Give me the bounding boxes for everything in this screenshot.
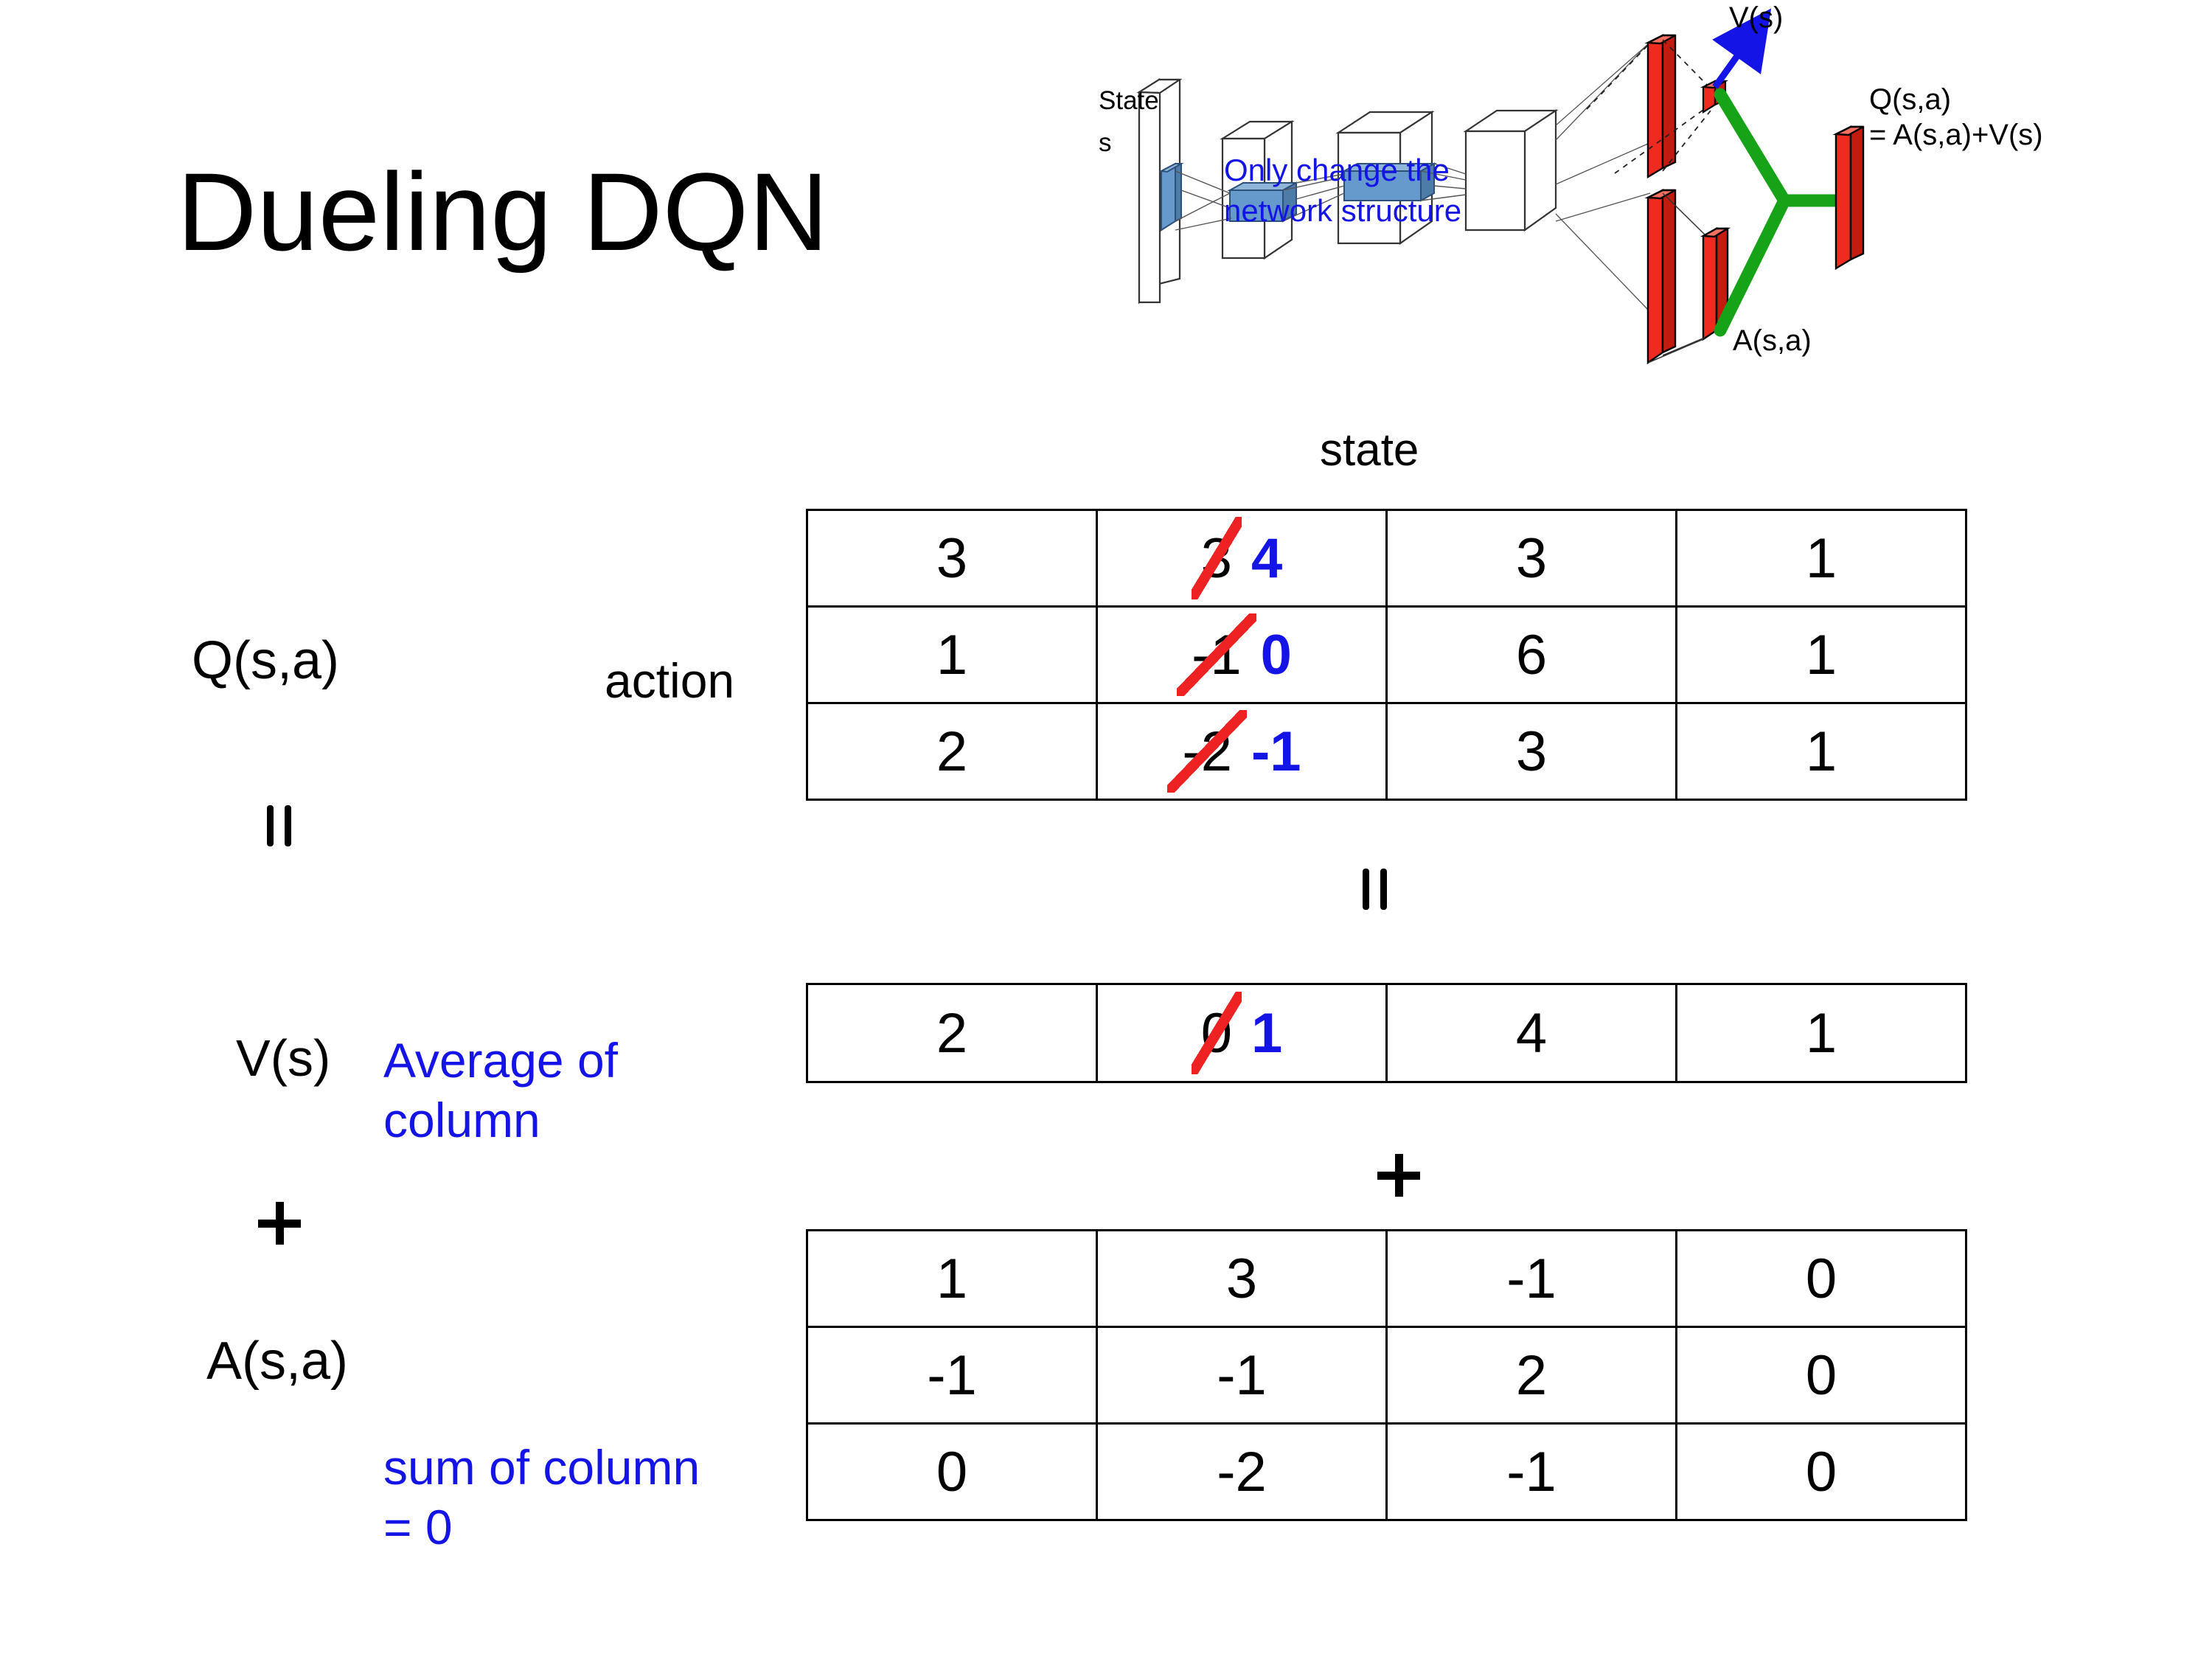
diagram-advantage-label: A(s,a) [1733,324,1812,357]
a-cell-r2c0: 0 [806,1422,1098,1521]
new-value: 1 [1251,1001,1283,1065]
diagram-state-label-line1: State [1099,86,1159,115]
q-cell-r2c3: 1 [1675,702,1967,801]
table-row: 2 -2 -1 3 1 [806,702,1967,801]
corrected-value: 3 4 [1191,517,1283,599]
network-architecture-diagram: State s V(s) Q(s,a) = A(s,a)+V(s) A(s,a)… [1099,0,2212,413]
q-cell-r2c1: -2 -1 [1096,702,1388,801]
diagram-q-label-line1: Q(s,a) [1869,83,1951,116]
q-cell-r0c2: 3 [1385,509,1677,608]
q-cell-r0c1: 3 4 [1096,509,1388,608]
struck-old-value: 3 [1191,517,1242,599]
v-cell-c0: 2 [806,983,1098,1083]
v-cell-c1: 0 1 [1096,983,1388,1083]
table-row: 1 3 -1 0 [806,1229,1967,1328]
a-cell-r1c3: 0 [1675,1326,1967,1425]
corrected-value: 0 1 [1191,992,1283,1074]
state-axis-label: state [1320,425,1419,476]
diagram-q-label-line2: = A(s,a)+V(s) [1869,119,2043,151]
struck-old-value: -2 [1167,710,1247,793]
corrected-value: -2 -1 [1167,710,1301,793]
table-row: 2 0 1 4 1 [806,983,1967,1083]
a-cell-r1c1: -1 [1096,1326,1388,1425]
a-cell-r2c1: -2 [1096,1422,1388,1521]
table-row: -1 -1 2 0 [806,1326,1967,1425]
v-value-table: 2 0 1 4 1 [806,983,1967,1083]
q-value-table: 3 3 4 3 1 1 -1 0 6 1 2 [806,509,1967,801]
action-axis-label: action [605,653,735,708]
sum-of-column-note: sum of column = 0 [383,1440,700,1554]
advantage-value-table: 1 3 -1 0 -1 -1 2 0 0 -2 -1 0 [806,1229,1967,1521]
a-cell-r1c2: 2 [1385,1326,1677,1425]
diagram-note-line1: Only change the [1224,153,1450,187]
equals-operator-middle [1355,869,1395,910]
q-cell-r2c2: 3 [1385,702,1677,801]
a-function-label: A(s,a) [206,1332,349,1391]
q-cell-r1c3: 1 [1675,605,1967,704]
v-cell-c2: 4 [1385,983,1677,1083]
average-of-column-note: Average of column [383,1033,619,1147]
table-row: 0 -2 -1 0 [806,1422,1967,1521]
struck-old-value: 0 [1191,992,1242,1074]
diagram-note-line2: network structure [1224,193,1461,228]
page-title: Dueling DQN [177,150,829,274]
new-value: 4 [1251,526,1283,590]
diagram-state-label-line2: s [1099,128,1112,157]
q-cell-r0c0: 3 [806,509,1098,608]
q-cell-r1c2: 6 [1385,605,1677,704]
corrected-value: -1 0 [1176,613,1292,696]
a-cell-r2c2: -1 [1385,1422,1677,1521]
q-cell-r2c0: 2 [806,702,1098,801]
v-cell-c3: 1 [1675,983,1967,1083]
a-cell-r0c0: 1 [806,1229,1098,1328]
struck-old-value: -1 [1176,613,1256,696]
a-cell-r0c2: -1 [1385,1229,1677,1328]
a-cell-r2c3: 0 [1675,1422,1967,1521]
plus-operator-middle [1377,1154,1420,1197]
v-function-label: V(s) [236,1029,331,1087]
table-row: 3 3 4 3 1 [806,509,1967,608]
q-cell-r1c1: -1 0 [1096,605,1388,704]
plus-operator-left [258,1202,301,1245]
a-cell-r0c3: 0 [1675,1229,1967,1328]
diagram-value-label: V(s) [1729,1,1783,34]
a-cell-r1c0: -1 [806,1326,1098,1425]
equals-operator-left [260,805,299,846]
table-row: 1 -1 0 6 1 [806,605,1967,704]
q-cell-r0c3: 1 [1675,509,1967,608]
q-function-label: Q(s,a) [192,631,340,690]
a-cell-r0c1: 3 [1096,1229,1388,1328]
new-value: 0 [1260,623,1292,686]
q-cell-r1c0: 1 [806,605,1098,704]
new-value: -1 [1251,720,1301,783]
